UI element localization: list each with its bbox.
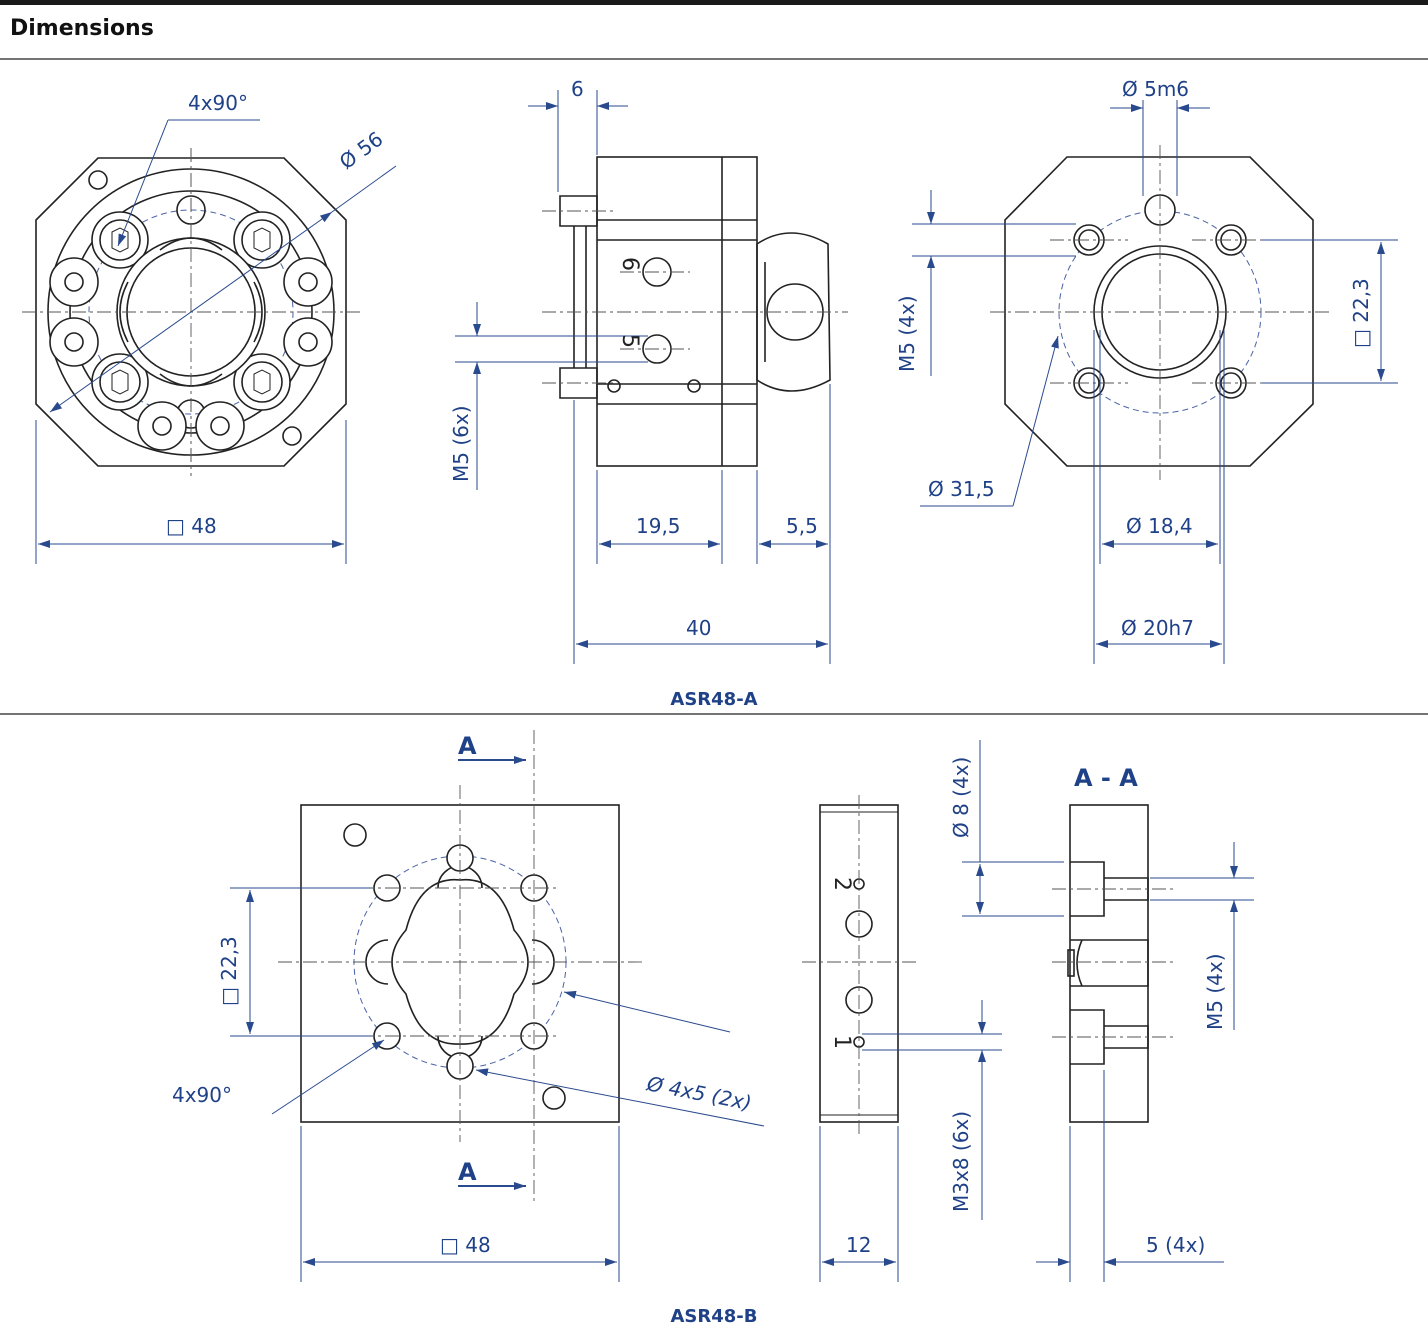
a-side-offset-label: 6 — [571, 77, 584, 101]
a-back-bolt-circle-label: Ø 31,5 — [928, 477, 995, 501]
asr48b-front-view — [230, 730, 765, 1282]
asr48a-side-view — [455, 90, 848, 664]
b-side-thread-label: M3x8 (6x) — [949, 1111, 973, 1212]
a-front-square-label: □ 48 — [166, 514, 217, 538]
asr48b-side-view — [802, 740, 1064, 1282]
b-side-width-label: 12 — [846, 1233, 871, 1257]
a-side-port-5: 5 — [617, 334, 642, 348]
a-back-shaft-label: Ø 20h7 — [1121, 616, 1194, 640]
b-section-thread-label: M5 (4x) — [1203, 953, 1227, 1030]
a-side-port-6: 6 — [617, 257, 642, 271]
a-front-angle-label: 4x90° — [188, 91, 248, 115]
asr48a-front-view — [22, 119, 397, 564]
caption-asr48b: ASR48-B — [671, 1306, 758, 1327]
b-front-spacing-label: □ 22,3 — [217, 936, 241, 1006]
b-side-port-1: 1 — [829, 1035, 854, 1049]
b-section-mark-top: A — [458, 732, 477, 760]
asr48b-section-view — [1036, 804, 1254, 1282]
b-front-angle-label: 4x90° — [172, 1083, 232, 1107]
a-back-thread-label: M5 (4x) — [895, 295, 919, 372]
b-section-mark-bottom: A — [458, 1158, 477, 1186]
a-side-ring-label: 5,5 — [786, 514, 818, 538]
a-back-spacing-label: □ 22,3 — [1349, 278, 1373, 348]
a-side-thread-label: M5 (6x) — [449, 405, 473, 482]
b-side-port-2: 2 — [829, 877, 854, 891]
b-front-square-label: □ 48 — [440, 1233, 491, 1257]
top-rule — [0, 0, 1428, 5]
a-side-body-label: 19,5 — [636, 514, 681, 538]
caption-asr48a: ASR48-A — [670, 689, 757, 710]
a-front-diameter-label: Ø 56 — [335, 127, 388, 174]
b-side-counterbore-label: Ø 8 (4x) — [949, 757, 973, 838]
b-section-depth-label: 5 (4x) — [1146, 1233, 1205, 1257]
a-back-bore-label: Ø 18,4 — [1126, 514, 1193, 538]
a-back-pin-label: Ø 5m6 — [1122, 77, 1189, 101]
b-front-pin-label: Ø 4x5 (2x) — [644, 1071, 754, 1115]
asr48a-back-view — [912, 100, 1398, 664]
page-heading: Dimensions — [10, 16, 154, 41]
a-side-total-label: 40 — [686, 616, 711, 640]
b-section-title: A - A — [1074, 764, 1138, 792]
